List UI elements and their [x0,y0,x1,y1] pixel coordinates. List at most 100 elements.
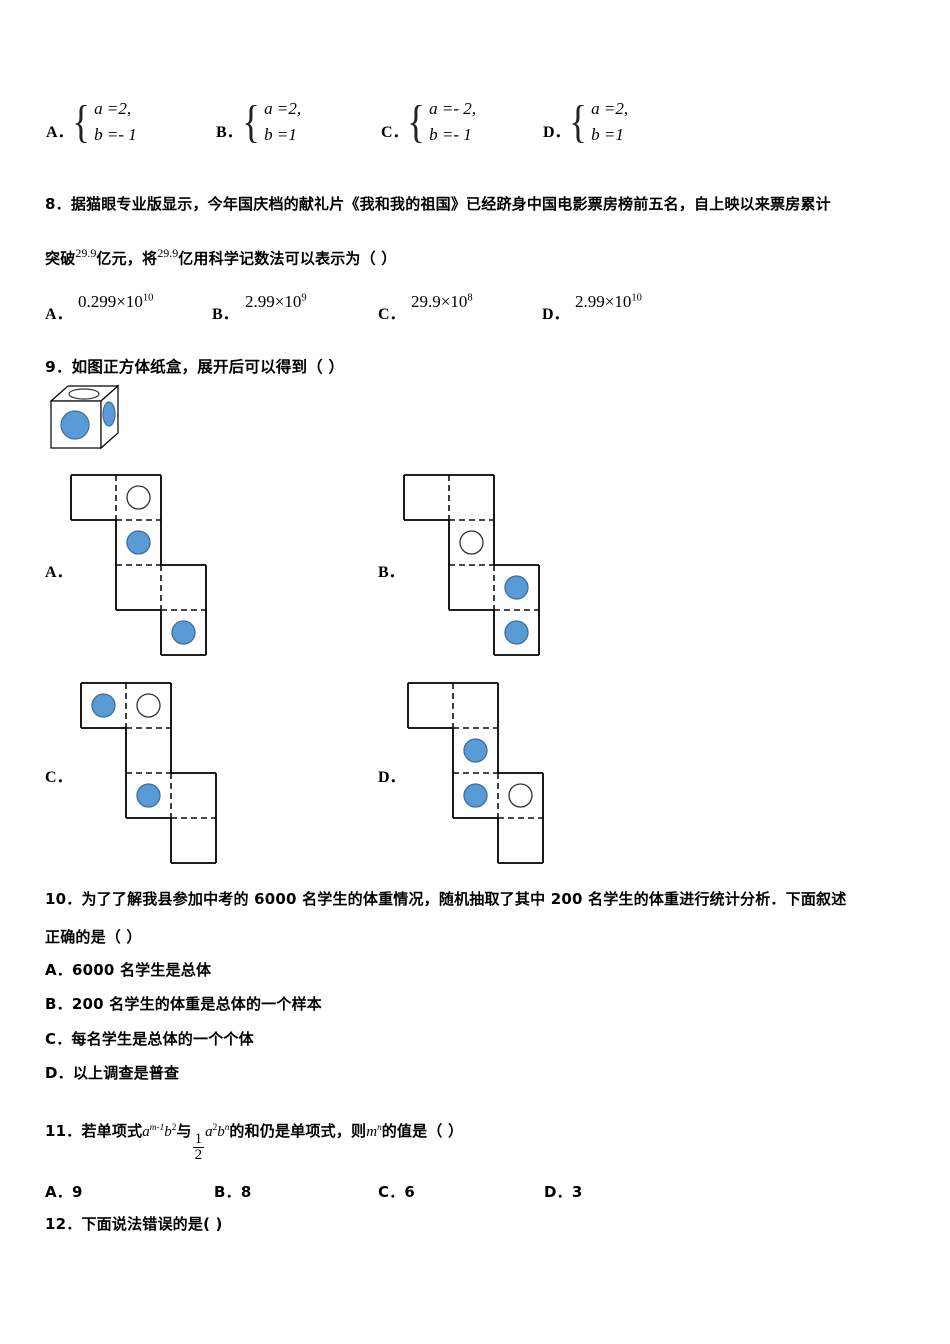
q8-stem-line1: 8．据猫眼专业版显示，今年国庆档的献礼片《我和我的祖国》已经跻身中国电影票房榜前… [45,195,831,213]
q10-option-d: D．以上调查是普查 [45,1064,180,1082]
brace-glyph: { [72,96,90,148]
q11-mono2-base1: a [205,1124,213,1140]
net-cell-face [408,683,453,728]
net-svg [80,682,217,864]
q9-option-d-net [405,680,546,866]
net-cell-face [453,683,498,728]
net-cell-face [126,728,171,773]
times-icon: × [116,292,126,311]
white-circle-icon [136,693,161,718]
q11-monomial-2: a2bn [205,1123,230,1140]
q8-option-a-value: 0.299×1010 [78,292,153,312]
blue-circle-icon [126,530,151,555]
q8-option-b-letter: B． [212,306,239,323]
q8-option-d-exponent: 10 [631,292,642,304]
blue-circle-icon [91,693,116,718]
white-circle-icon [459,530,484,555]
q10-stem-line1: 10．为了了解我县参加中考的 6000 名学生的体重情况，随机抽取了其中 200… [45,890,847,908]
q8-option-d-base: 10 [614,292,632,311]
q11-target-expression: mn [366,1123,382,1140]
net-svg [70,474,207,656]
q8-stem-line2: 突破29.9亿元，将29.9亿用科学记数法可以表示为（ ） [45,246,396,268]
q9-option-a-letter: A． [45,564,73,581]
q9-option-c-letter: C． [45,769,73,786]
q8-option-c-exponent: 8 [467,292,473,304]
q9-cube-figure [48,383,128,456]
q10-option-a: A．6000 名学生是总体 [45,961,212,979]
q8-option-a-base: 10 [125,292,143,311]
blue-circle-icon [136,783,161,808]
q11-option-b-letter: B． [214,1183,241,1201]
q11-stem-end: 的值是（ ） [381,1122,464,1140]
q8-option-a-mantissa: 0.299 [78,292,117,311]
q7-option-d-system: { a =2, b =1 [567,96,628,149]
q7-option-d-letter: D． [543,124,571,141]
blue-ellipse-icon [102,401,116,427]
blue-circle-icon [504,575,529,600]
brace-glyph: { [407,96,425,148]
q11-option-d-letter: D． [544,1183,572,1201]
white-ellipse-icon [68,388,100,400]
q7-option-d-line1: a =2, [591,99,629,118]
times-icon: × [440,292,451,311]
q7-option-c-line1: a =- 2, [429,99,476,118]
q8-option-d-value: 2.99×1010 [575,292,642,312]
q10-stem-line2: 正确的是（ ） [45,928,142,946]
q8-stem-pre: 突破 [45,249,76,268]
times-icon: × [274,292,285,311]
q11-option-b-value: 8 [240,1183,252,1201]
q9-option-c-net [78,680,219,866]
net-cell-face [404,475,449,520]
q11-option-c-letter: C． [378,1183,405,1201]
q11-mono1-exp1: m-1 [149,1123,165,1133]
q7-option-b-letter: B． [216,124,243,141]
q7-option-a-line2: b =- 1 [94,125,137,145]
q11-frac-denominator: 2 [192,1146,205,1163]
q9-option-a-net [68,472,209,658]
q8-option-c-mantissa: 29.9 [411,292,441,311]
q11-option-c-value: 6 [404,1183,416,1201]
q11-mono2-exp2: n [224,1123,230,1133]
brace-glyph: { [242,96,260,148]
q9-option-b-letter: B． [378,564,405,581]
q11-mono1-exp2: 2 [171,1123,177,1133]
q11-stem-mid: 与 [176,1122,192,1140]
q8-option-b-base: 10 [284,292,302,311]
white-circle-icon [508,783,533,808]
q11-option-a: A．9 [45,1181,83,1202]
brace-glyph: { [569,96,587,148]
net-svg [403,474,540,656]
q7-option-b-system: { a =2, b =1 [240,96,301,149]
q7-option-c-letter: C． [381,124,409,141]
q7-option-c-system: { a =- 2, b =- 1 [405,96,476,149]
blue-circle-icon [504,620,529,645]
q8-option-b-mantissa: 2.99 [245,292,275,311]
blue-circle-icon [463,738,488,763]
times-icon: × [604,292,615,311]
net-cell-face [449,565,494,610]
q11-option-a-value: 9 [72,1183,83,1201]
q9-option-b-net [401,472,542,658]
q8-option-c-value: 29.9×108 [411,292,473,312]
q7-option-d-line2: b =1 [591,125,624,145]
q11-option-c: C．6 [378,1181,415,1202]
q8-value-1: 29.9 [75,246,97,260]
q11-target-exponent: n [377,1123,382,1133]
q10-option-c: C．每名学生是总体的一个个体 [45,1030,254,1048]
q8-option-a-letter: A． [45,306,73,323]
q11-stem-pre: 11．若单项式 [45,1122,143,1140]
q11-option-d-value: 3 [571,1183,583,1201]
q11-mono1-base2: b [164,1124,172,1140]
q11-option-a-letter: A． [45,1183,73,1201]
net-svg [407,682,544,864]
q10-option-b: B．200 名学生的体重是总体的一个样本 [45,995,322,1013]
blue-circle-icon [463,783,488,808]
q7-option-b-line2: b =1 [264,125,297,145]
q11-mono1-base1: a [142,1124,150,1140]
q9-option-d-letter: D． [378,769,406,786]
q7-option-b-line1: a =2, [264,99,302,118]
blue-circle-icon [60,410,90,440]
q8-option-b-value: 2.99×109 [245,292,307,312]
